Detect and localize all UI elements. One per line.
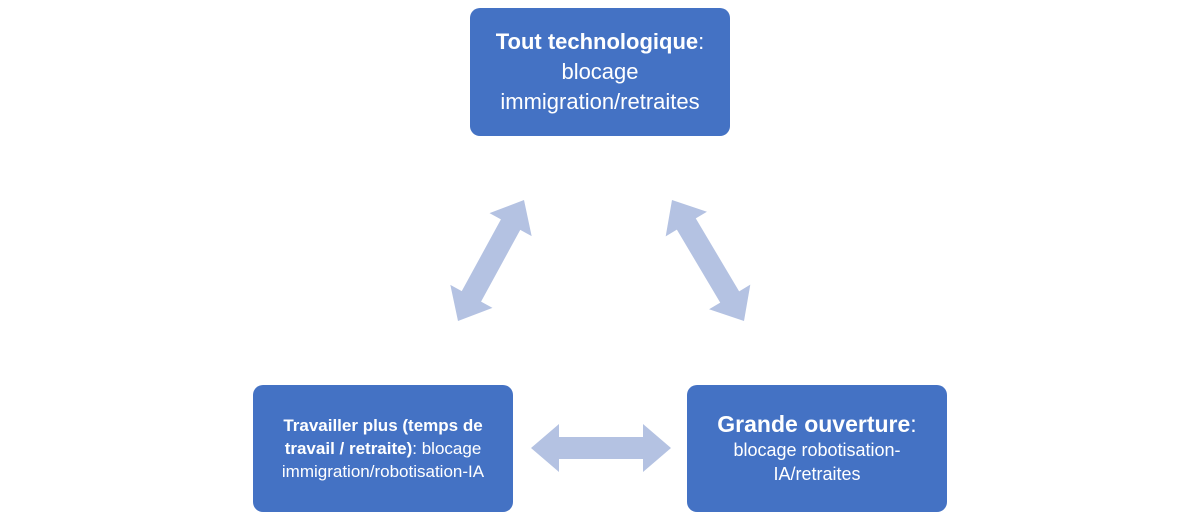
node-text: blocage immigration/retraites	[500, 59, 700, 114]
node-text: blocage immigration/robotisation-IA	[281, 439, 485, 481]
node-travailler-plus: Travailler plus (temps de travail / retr…	[253, 385, 513, 512]
node-sep: :	[698, 29, 705, 54]
node-title: Travailler plus (temps de travail / retr…	[283, 416, 483, 458]
node-title: Grande ouverture	[717, 410, 911, 437]
node-text: blocage robotisation-IA/retraites	[733, 439, 901, 484]
node-tout-technologique: Tout technologique: blocage immigration/…	[470, 8, 730, 136]
node-sep: :	[910, 410, 917, 437]
double-arrow-top-left	[450, 200, 532, 321]
double-arrow-bottom	[531, 424, 671, 472]
node-grande-ouverture: Grande ouverture: blocage robotisation-IA…	[687, 385, 947, 512]
node-title: Tout technologique	[495, 29, 699, 54]
double-arrow-top-right	[665, 200, 751, 321]
node-sep: :	[412, 439, 417, 458]
